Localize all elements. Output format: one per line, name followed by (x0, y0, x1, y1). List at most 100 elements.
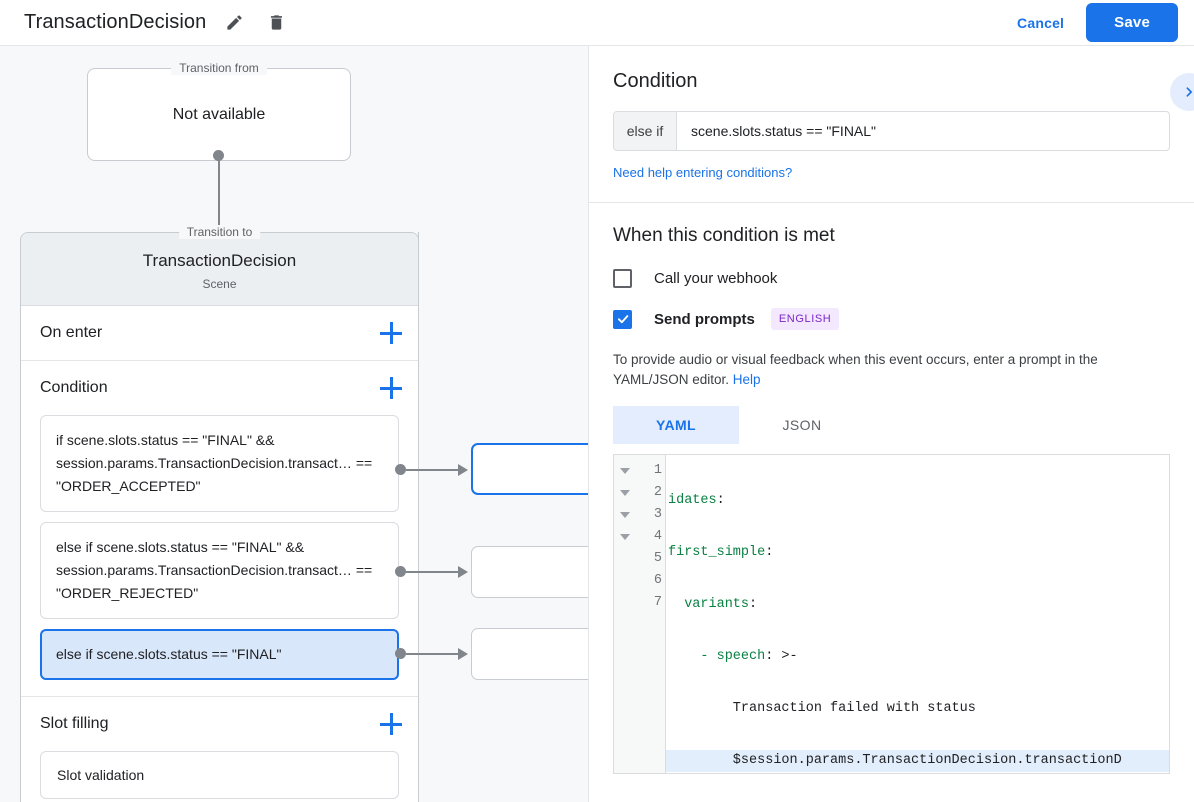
connector-line (218, 155, 220, 251)
chevron-right-icon[interactable] (1170, 73, 1194, 111)
slot-filling-list: Slot validation (21, 751, 418, 802)
transition-to-card: Transition to TransactionDecision Scene … (20, 225, 419, 802)
send-prompts-checkbox[interactable] (613, 309, 632, 329)
section-on-enter-header: On enter (21, 306, 418, 360)
target-node-3[interactable] (471, 628, 588, 680)
condition-help-link[interactable]: Need help entering conditions? (613, 165, 793, 180)
condition-item-2[interactable]: else if scene.slots.status == "FINAL" &&… (40, 522, 399, 619)
prompt-description-text: To provide audio or visual feedback when… (613, 352, 1098, 387)
line-number: 6 (653, 573, 662, 588)
edge-arrow-icon-1 (458, 464, 468, 476)
fold-toggle-1[interactable] (614, 460, 636, 482)
panel-divider (589, 202, 1194, 203)
language-badge: ENGLISH (770, 308, 840, 330)
condition-detail-panel: Condition else if scene.slots.status == … (588, 46, 1194, 802)
condition-expression-input[interactable]: scene.slots.status == "FINAL" (677, 112, 1169, 150)
target-node-1[interactable] (471, 443, 588, 495)
section-slot-filling-header: Slot filling (21, 697, 418, 751)
yaml-text: $session.params.TransactionDecision.tran… (668, 753, 1122, 768)
add-condition-icon[interactable] (380, 377, 402, 399)
yaml-key: - speech (668, 649, 766, 664)
section-condition: Condition if scene.slots.status == "FINA… (21, 361, 418, 697)
cancel-button[interactable]: Cancel (1005, 6, 1076, 40)
edge-arrow-icon-3 (458, 648, 468, 660)
fold-toggle-2[interactable] (614, 482, 636, 504)
prompt-description: To provide audio or visual feedback when… (613, 350, 1169, 390)
code-line: - speech: >- (666, 646, 1169, 668)
transition-from-card[interactable]: Transition from Not available (87, 61, 351, 161)
tab-yaml[interactable]: YAML (613, 406, 739, 444)
transition-from-legend: Transition from (171, 61, 267, 75)
send-prompts-row[interactable]: Send prompts ENGLISH (613, 308, 1170, 330)
code-line: first_simple: (666, 542, 1169, 564)
target-node-2[interactable] (471, 546, 588, 598)
section-on-enter-title: On enter (40, 324, 103, 341)
code-line: variants: (666, 594, 1169, 616)
condition-panel-title: Condition (613, 70, 698, 92)
condition-panel-body: When this condition is met Call your web… (589, 203, 1194, 774)
canvas-inner: Transition from Not available Transition… (0, 46, 588, 802)
yaml-key: idates (668, 493, 717, 508)
chevron-down-icon (620, 468, 630, 474)
trash-icon[interactable] (262, 9, 290, 37)
yaml-key: first_simple (668, 545, 766, 560)
prompt-help-link[interactable]: Help (732, 372, 761, 387)
edge-line-3 (406, 653, 460, 655)
code-editor[interactable]: 1 2 3 4 5 6 7 idates: first_simple: vari… (613, 454, 1170, 774)
pencil-icon-glyph (227, 15, 242, 30)
condition-panel-top: Condition else if scene.slots.status == … (589, 46, 1194, 202)
condition-item-1[interactable]: if scene.slots.status == "FINAL" && sess… (40, 415, 399, 512)
edge-line-2 (406, 571, 460, 573)
chevron-right-icon-glyph (1186, 87, 1192, 97)
condition-input-row[interactable]: else if scene.slots.status == "FINAL" (613, 111, 1170, 151)
condition-item-3[interactable]: else if scene.slots.status == "FINAL" (40, 629, 399, 680)
editor-line-numbers: 1 2 3 4 5 6 7 (636, 455, 666, 773)
yaml-text: Transaction failed with status (668, 701, 976, 716)
line-number: 4 (653, 529, 662, 544)
line-number: 7 (653, 595, 662, 610)
section-slot-filling: Slot filling Slot validation (21, 697, 418, 802)
chevron-down-icon (620, 490, 630, 496)
transition-to-legend: Transition to (178, 225, 261, 239)
line-number: 3 (653, 507, 662, 522)
webhook-row[interactable]: Call your webhook (613, 269, 1170, 288)
slot-validation-item[interactable]: Slot validation (40, 751, 399, 799)
trash-icon-glyph (270, 15, 282, 30)
transition-from-value: Not available (172, 105, 266, 123)
yaml-punct: : (765, 545, 774, 560)
chevron-down-icon (620, 512, 630, 518)
send-prompts-label: Send prompts (654, 310, 755, 328)
code-line-active: $session.params.TransactionDecision.tran… (666, 750, 1169, 772)
editor-fold-gutter[interactable] (614, 455, 636, 773)
yaml-punct: : (716, 493, 725, 508)
condition-list: if scene.slots.status == "FINAL" && sess… (21, 415, 418, 696)
add-on-enter-icon[interactable] (380, 322, 402, 344)
editor-code-area[interactable]: idates: first_simple: variants: - speech… (666, 455, 1169, 773)
scene-graph-canvas[interactable]: Transition from Not available Transition… (0, 46, 588, 802)
chevron-down-icon (620, 534, 630, 540)
code-line: Transaction failed with status (666, 698, 1169, 720)
call-webhook-label: Call your webhook (654, 270, 778, 287)
pencil-icon[interactable] (220, 9, 248, 37)
section-on-enter: On enter (21, 306, 418, 361)
fold-toggle-3[interactable] (614, 504, 636, 526)
line-number: 2 (653, 485, 662, 500)
tab-json[interactable]: JSON (782, 417, 822, 433)
check-icon (617, 315, 628, 324)
yaml-text: >- (773, 649, 798, 664)
editor-format-tabs: YAML JSON (613, 406, 1170, 444)
scene-header[interactable]: TransactionDecision Scene (21, 233, 418, 306)
fold-toggle-4[interactable] (614, 526, 636, 548)
add-slot-filling-icon[interactable] (380, 713, 402, 735)
yaml-punct: : (749, 597, 758, 612)
edge-dot-1 (395, 464, 406, 475)
condition-prefix-label: else if (614, 112, 677, 150)
save-button[interactable]: Save (1086, 3, 1178, 42)
edge-dot-3 (395, 648, 406, 659)
edge-line-1 (406, 469, 460, 471)
condition-expression-value: scene.slots.status == "FINAL" (691, 123, 877, 139)
section-slot-filling-title: Slot filling (40, 715, 109, 732)
app-header: TransactionDecision Cancel Save (0, 0, 1194, 46)
call-webhook-checkbox[interactable] (613, 269, 632, 288)
